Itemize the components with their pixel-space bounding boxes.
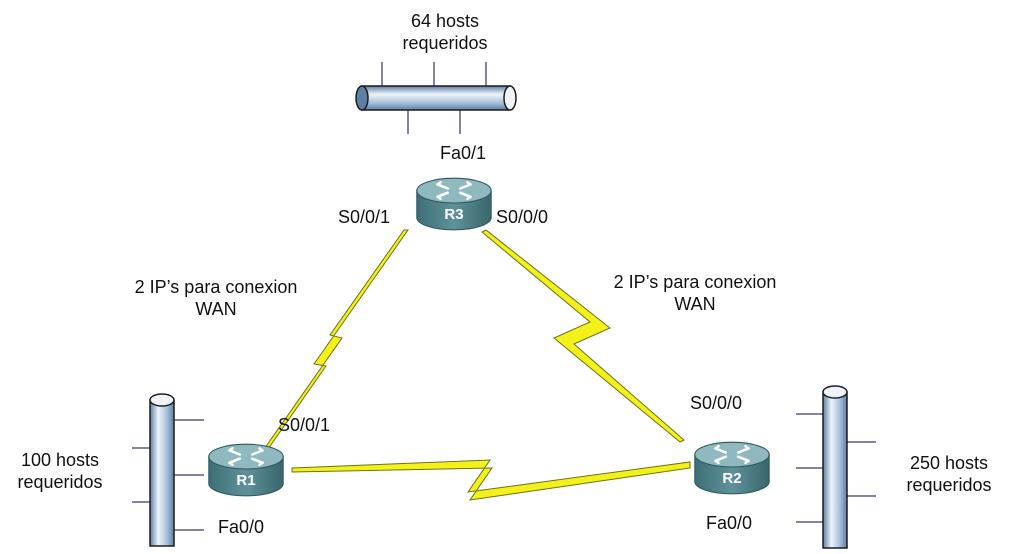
lan-right-bus	[796, 385, 876, 549]
lan-top-label: 64 hosts requeridos	[390, 10, 500, 54]
router-r3-label: R3	[444, 206, 463, 223]
lan-top-bus	[355, 62, 517, 134]
lan-left-bus	[132, 393, 204, 547]
lan-right-line2: requeridos	[906, 475, 992, 495]
interface-r3-fa: Fa0/1	[440, 143, 487, 163]
wan-left-label: 2 IP’s para conexion WAN	[106, 276, 326, 320]
wan-right-label: 2 IP’s para conexion WAN	[585, 271, 805, 315]
lan-right-label: 250 hosts requeridos	[892, 452, 1006, 496]
wan-left-line2: WAN	[195, 299, 237, 319]
lan-top-line1: 64 hosts	[410, 11, 480, 31]
wan-right-line2: WAN	[674, 294, 716, 314]
wan-left-line1: 2 IP’s para conexion	[134, 277, 298, 297]
lan-left-label: 100 hosts requeridos	[4, 449, 116, 493]
interface-r3-s1: S0/0/1	[338, 207, 391, 227]
router-r2-label: R2	[722, 470, 741, 487]
interface-r1-s1: S0/0/1	[278, 415, 331, 435]
router-r2[interactable]: R2	[693, 440, 771, 496]
lan-right-line1: 250 hosts	[909, 453, 989, 473]
wan-right-line1: 2 IP’s para conexion	[613, 272, 777, 292]
interface-r2-s0: S0/0/0	[690, 393, 743, 413]
router-r1-label: R1	[236, 472, 255, 489]
interface-r2-fa: Fa0/0	[706, 513, 753, 533]
interface-r1-fa: Fa0/0	[218, 517, 265, 537]
lan-left-line1: 100 hosts	[20, 450, 100, 470]
lan-left-line2: requeridos	[17, 472, 103, 492]
router-r3[interactable]: R3	[415, 176, 493, 232]
router-r1[interactable]: R1	[207, 442, 285, 498]
interface-r3-s0: S0/0/0	[496, 207, 549, 227]
wan-link-r3-r2	[481, 229, 685, 443]
lan-top-line2: requeridos	[402, 33, 488, 53]
wan-link-r1-r2	[291, 459, 691, 501]
